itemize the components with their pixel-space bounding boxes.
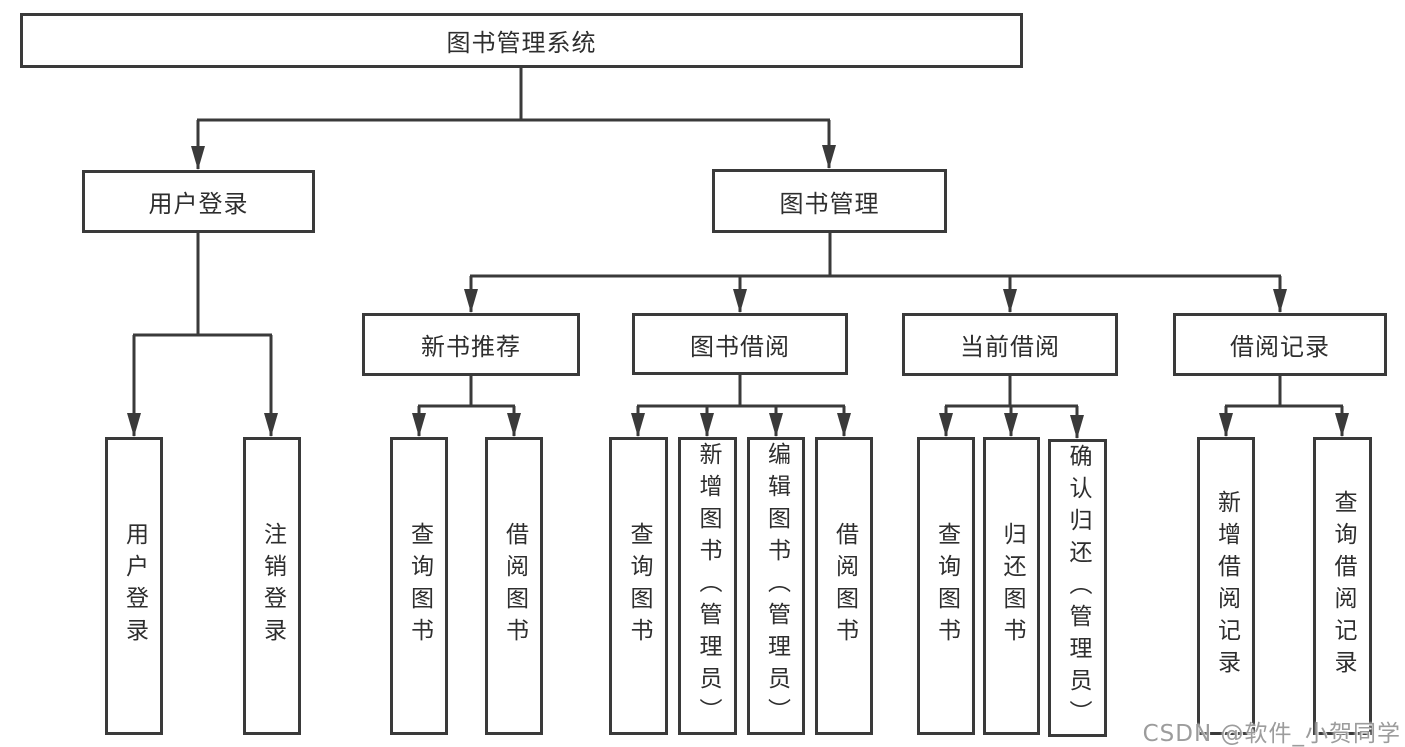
- node-leaf-logout: 注销登录: [243, 437, 301, 735]
- node-leaf-query-books-3: 查询图书: [917, 437, 975, 735]
- node-label: 新增借阅记录: [1213, 490, 1240, 682]
- node-leaf-return-books: 归还图书: [983, 437, 1040, 735]
- node-label: 用户登录: [148, 190, 249, 218]
- node-new-book-recommendation: 新书推荐: [362, 313, 580, 376]
- node-label: 查询借阅记录: [1330, 490, 1356, 682]
- node-label: 图书管理: [779, 189, 880, 218]
- node-leaf-confirm-return-admin: 确认归还（管理员）: [1048, 439, 1107, 737]
- node-leaf-borrow-books-1: 借阅图书: [485, 437, 543, 735]
- node-borrowing-records: 借阅记录: [1173, 313, 1387, 376]
- node-leaf-query-books-1: 查询图书: [390, 437, 448, 735]
- node-label: 确认归还（管理员）: [1065, 444, 1091, 732]
- node-leaf-add-books-admin: 新增图书（管理员）: [678, 437, 737, 735]
- node-leaf-edit-books-admin: 编辑图书（管理员）: [747, 437, 805, 735]
- node-label: 借阅图书: [831, 522, 858, 650]
- node-root-library-system: 图书管理系统: [20, 13, 1023, 68]
- node-current-borrowing: 当前借阅: [902, 313, 1118, 376]
- node-label: 借阅记录: [1230, 333, 1330, 361]
- node-label: 归还图书: [999, 522, 1025, 650]
- node-label: 当前借阅: [960, 333, 1060, 361]
- node-label: 新书推荐: [421, 333, 521, 361]
- node-label: 注销登录: [259, 522, 286, 650]
- node-label: 查询图书: [406, 522, 433, 650]
- node-label: 用户登录: [121, 522, 148, 650]
- node-label: 图书借阅: [690, 332, 790, 361]
- node-leaf-user-login: 用户登录: [105, 437, 163, 735]
- node-label: 借阅图书: [501, 522, 528, 650]
- node-label: 查询图书: [626, 522, 652, 650]
- node-leaf-query-books-2: 查询图书: [609, 437, 668, 735]
- node-book-management-branch: 图书管理: [712, 169, 947, 233]
- node-root-label: 图书管理系统: [446, 29, 597, 57]
- node-book-borrowing: 图书借阅: [632, 313, 848, 375]
- node-leaf-borrow-books-2: 借阅图书: [815, 437, 873, 735]
- node-label: 编辑图书（管理员）: [763, 442, 790, 730]
- node-label: 查询图书: [933, 522, 960, 650]
- node-label: 新增图书（管理员）: [695, 442, 721, 730]
- node-leaf-add-borrow-record: 新增借阅记录: [1197, 437, 1255, 735]
- csdn-watermark: CSDN @软件_小贺同学: [1142, 721, 1401, 747]
- node-user-login-branch: 用户登录: [82, 170, 315, 233]
- node-leaf-query-borrow-record: 查询借阅记录: [1313, 437, 1372, 735]
